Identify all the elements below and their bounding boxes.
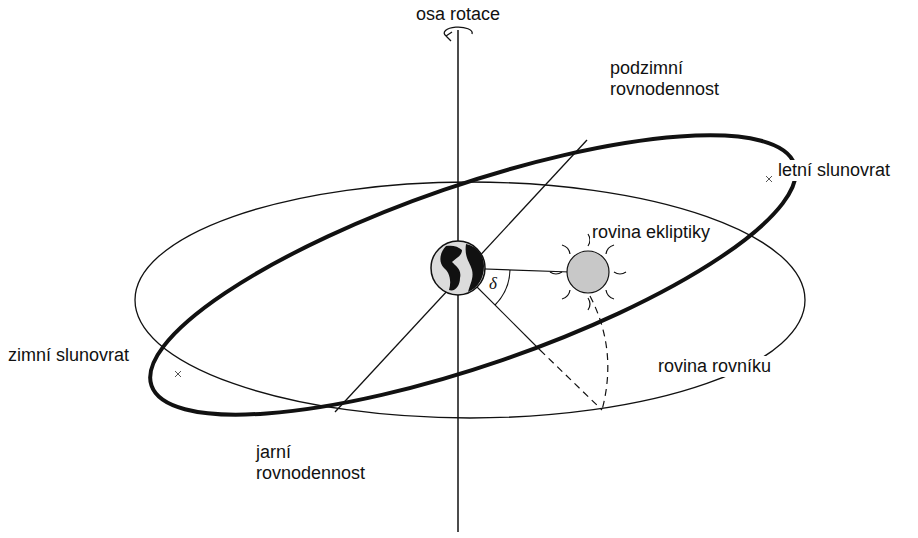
projection-line-dashed <box>540 350 602 410</box>
solstice-mark <box>766 176 772 182</box>
equinox-label: podzimní rovnodennost <box>608 58 742 100</box>
solstice-label: letní slunovrat <box>776 160 892 181</box>
earth <box>431 241 485 295</box>
equator-plane <box>135 182 805 418</box>
ecliptic-orbit <box>122 79 824 471</box>
solstice-label: zimní slunovrat <box>6 345 131 366</box>
sun <box>550 234 626 310</box>
plane-label: rovina rovníku <box>656 356 773 377</box>
equinox-line <box>335 140 587 412</box>
equinox-label: jarní rovnodennost <box>254 442 388 484</box>
declination-arc <box>590 296 608 410</box>
solstice-mark <box>175 371 181 377</box>
axis-label: osa rotace <box>414 4 502 25</box>
rotation-arrowhead <box>446 32 452 41</box>
angle-arc <box>495 270 510 305</box>
plane-label: rovina ekliptiky <box>590 222 712 243</box>
angle-symbol: δ <box>489 273 497 294</box>
